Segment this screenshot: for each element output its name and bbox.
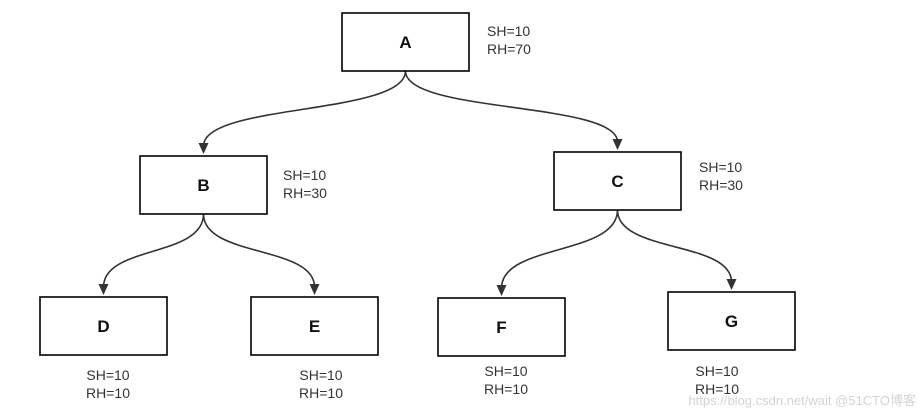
node-b-sh: SH=10	[283, 167, 326, 183]
edge-c-g	[616, 209, 737, 290]
node-e-label: E	[309, 317, 320, 336]
edge-b-e-line	[202, 213, 316, 288]
node-a-rh: RH=70	[487, 41, 531, 57]
node-d-rh: RH=10	[86, 385, 130, 401]
node-c-sh: SH=10	[699, 159, 742, 175]
node-a-box	[341, 12, 470, 72]
edge-b-e	[202, 213, 320, 295]
edge-a-b-arrow-icon	[198, 143, 209, 154]
node-e-box	[250, 296, 379, 356]
node-c-label: C	[611, 172, 623, 191]
edge-a-b	[198, 70, 407, 154]
node-a-label: A	[399, 33, 411, 52]
node-e-rh: RH=10	[299, 385, 343, 401]
edge-c-f-line	[500, 209, 619, 289]
edge-a-c-arrow-icon	[612, 139, 623, 150]
node-d-box	[39, 296, 168, 356]
edge-b-d-arrow-icon	[98, 284, 109, 295]
node-f-label: F	[496, 318, 506, 337]
node-d-label: D	[97, 317, 109, 336]
edge-a-c-line	[404, 70, 619, 143]
node-g-rh: RH=10	[695, 381, 739, 397]
edges-layer	[98, 70, 737, 296]
edge-c-g-line	[616, 209, 733, 283]
node-e-sh: SH=10	[299, 367, 342, 383]
node-c-box	[553, 151, 682, 211]
node-g-label: G	[725, 312, 738, 331]
edge-b-d	[98, 213, 205, 295]
edge-b-e-arrow-icon	[309, 284, 320, 295]
edge-a-b-line	[202, 70, 407, 147]
node-a-sh: SH=10	[487, 23, 530, 39]
node-f-rh: RH=10	[484, 381, 528, 397]
node-f-box	[437, 297, 566, 357]
node-c-rh: RH=30	[699, 177, 743, 193]
edge-b-d-line	[102, 213, 205, 288]
node-g-box	[667, 291, 796, 351]
edge-c-f	[496, 209, 619, 296]
node-b-label: B	[197, 176, 209, 195]
edge-c-f-arrow-icon	[496, 285, 507, 296]
node-b-rh: RH=30	[283, 185, 327, 201]
edge-a-c	[404, 70, 623, 150]
node-f-sh: SH=10	[484, 363, 527, 379]
watermark-text: https://blog.csdn.net/wait @51CTO博客	[688, 393, 916, 408]
edge-c-g-arrow-icon	[726, 279, 737, 290]
node-d-sh: SH=10	[86, 367, 129, 383]
node-b-box	[139, 155, 268, 215]
nodes-layer: ASH=10RH=70BSH=10RH=30CSH=10RH=30DSH=10R…	[39, 12, 796, 401]
node-g-sh: SH=10	[695, 363, 738, 379]
